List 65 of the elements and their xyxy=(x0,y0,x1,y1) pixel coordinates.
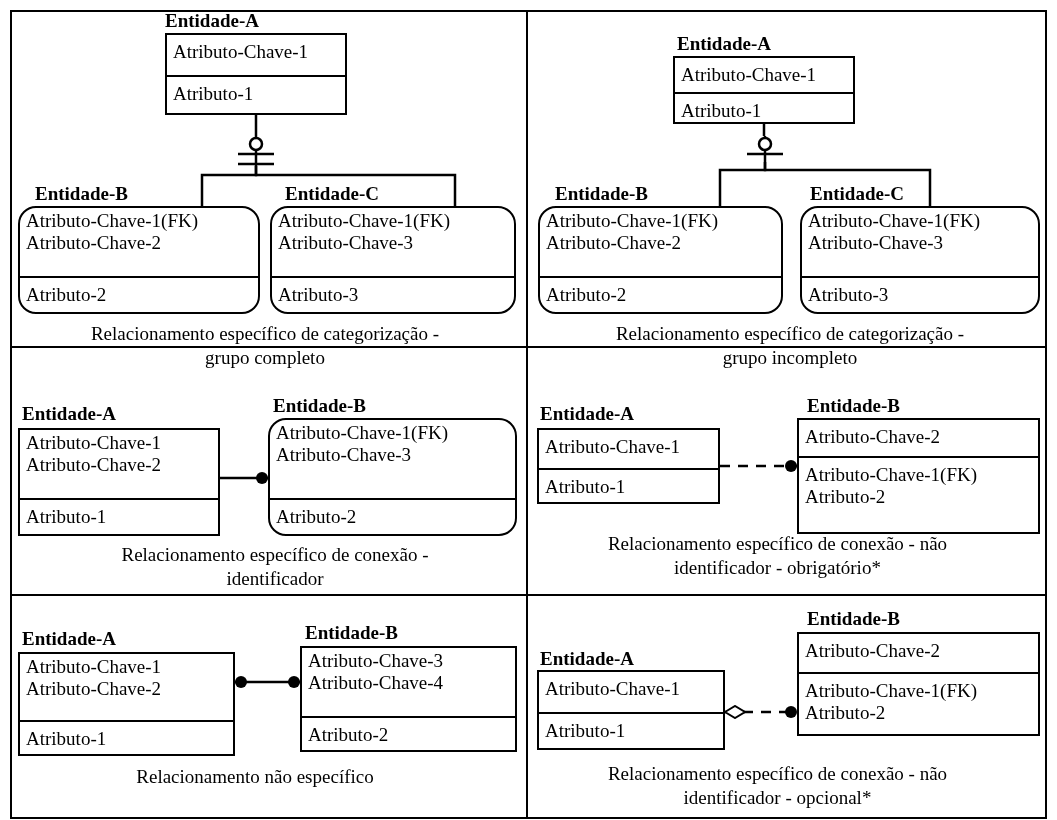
relationship-caption: Relacionamento específico de conexão - não identificador - opcional* xyxy=(606,762,949,810)
attribute-name: Atributo-Chave-1(FK) xyxy=(26,210,199,232)
attribute-name: Atributo-Chave-4 xyxy=(308,672,444,694)
relationship-caption: Relacionamento específico de conexão - não identificador - obrigatório* xyxy=(606,532,949,580)
attribute-name: Atributo-2 xyxy=(805,486,886,508)
dashed-relationship-line xyxy=(724,705,797,719)
entity-name: Entidade-B xyxy=(273,395,366,417)
attribute-name: Atributo-Chave-2 xyxy=(26,232,162,254)
relationship-line xyxy=(763,162,932,206)
attribute-name: Atributo-3 xyxy=(808,284,889,306)
relationship-line xyxy=(235,676,300,688)
attribute-name: Atributo-Chave-1(FK) xyxy=(805,680,978,702)
attribute-name: Atributo-Chave-1(FK) xyxy=(276,422,449,444)
entity-name: Entidade-C xyxy=(810,183,904,205)
attribute-name: Atributo-Chave-1(FK) xyxy=(805,464,978,486)
attribute-name: Atributo-Chave-2 xyxy=(26,454,162,476)
entity-name: Entidade-A xyxy=(677,33,771,55)
entity-name: Entidade-A xyxy=(22,628,116,650)
attribute-name: Atributo-Chave-1 xyxy=(26,432,162,454)
entity-name: Entidade-C xyxy=(285,183,379,205)
entity-name: Entidade-A xyxy=(22,403,116,425)
attribute-name: Atributo-Chave-1 xyxy=(545,436,681,458)
entity-name: Entidade-B xyxy=(305,622,398,644)
attribute-name: Atributo-Chave-1 xyxy=(681,64,817,86)
attribute-name: Atributo-Chave-2 xyxy=(805,426,941,448)
relationship-line xyxy=(220,472,268,484)
attribute-name: Atributo-2 xyxy=(805,702,886,724)
attribute-name: Atributo-Chave-1(FK) xyxy=(278,210,451,232)
attribute-name: Atributo-Chave-3 xyxy=(278,232,414,254)
relationship-caption: Relacionamento específico de conexão - identificador xyxy=(120,543,430,591)
attribute-name: Atributo-Chave-2 xyxy=(546,232,682,254)
attribute-name: Atributo-1 xyxy=(26,728,107,750)
attribute-name: Atributo-Chave-3 xyxy=(808,232,944,254)
attribute-name: Atributo-2 xyxy=(276,506,357,528)
attribute-name: Atributo-Chave-2 xyxy=(26,678,162,700)
attribute-name: Atributo-Chave-1 xyxy=(545,678,681,700)
relationship-line xyxy=(254,166,457,206)
attribute-name: Atributo-2 xyxy=(26,284,107,306)
entity-name: Entidade-A xyxy=(540,403,634,425)
attribute-name: Atributo-1 xyxy=(681,100,762,122)
relationship-line xyxy=(254,115,258,136)
attribute-name: Atributo-1 xyxy=(26,506,107,528)
relationship-caption: Relacionamento não específico xyxy=(135,765,375,789)
entity-name: Entidade-B xyxy=(555,183,648,205)
attribute-name: Atributo-Chave-2 xyxy=(805,640,941,662)
attribute-name: Atributo-Chave-1(FK) xyxy=(546,210,719,232)
attribute-name: Atributo-Chave-1 xyxy=(173,41,309,63)
attribute-name: Atributo-3 xyxy=(278,284,359,306)
attribute-name: Atributo-Chave-3 xyxy=(308,650,444,672)
entity-name: Entidade-A xyxy=(540,648,634,670)
entity-name: Entidade-A xyxy=(165,10,259,32)
attribute-name: Atributo-Chave-1 xyxy=(26,656,162,678)
entity-name: Entidade-B xyxy=(35,183,128,205)
relationship-caption: Relacionamento específico de categorização - grupo incompleto xyxy=(614,322,966,370)
entity-name: Entidade-B xyxy=(807,608,900,630)
entity-name: Entidade-B xyxy=(807,395,900,417)
attribute-name: Atributo-Chave-1(FK) xyxy=(808,210,981,232)
attribute-name: Atributo-Chave-3 xyxy=(276,444,412,466)
attribute-name: Atributo-1 xyxy=(545,720,626,742)
attribute-name: Atributo-2 xyxy=(546,284,627,306)
attribute-name: Atributo-1 xyxy=(545,476,626,498)
attribute-name: Atributo-1 xyxy=(173,83,254,105)
attribute-name: Atributo-2 xyxy=(308,724,389,746)
relationship-caption: Relacionamento específico de categorização - grupo completo xyxy=(89,322,441,370)
dashed-relationship-line xyxy=(720,460,797,472)
